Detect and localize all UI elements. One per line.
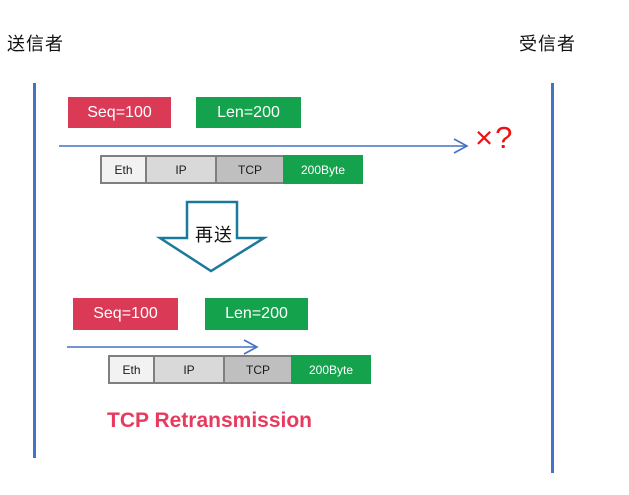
retransmit-block-arrow-icon — [155, 200, 269, 273]
sender-lifeline — [33, 83, 36, 458]
packet-cell-ip: IP — [145, 155, 217, 184]
packet-cell-tcp: TCP — [215, 155, 285, 184]
packet-cell-eth: Eth — [108, 355, 155, 384]
receiver-label: 受信者 — [519, 34, 576, 54]
packet-lost-marker: ×? — [475, 120, 515, 155]
packet-cell-ip: IP — [153, 355, 225, 384]
len-badge-retransmit: Len=200 — [205, 298, 308, 330]
packet-cell-eth: Eth — [100, 155, 147, 184]
receiver-lifeline — [551, 83, 554, 473]
packet-frame-retransmit: Eth IP TCP 200Byte — [108, 355, 371, 384]
retransmit-label: 再送 — [195, 225, 233, 245]
retransmission-arrow-icon — [67, 339, 259, 355]
caption-title: TCP Retransmission — [107, 409, 313, 432]
first-transmission-arrow-icon — [59, 138, 469, 154]
packet-frame-first: Eth IP TCP 200Byte — [100, 155, 363, 184]
sender-label: 送信者 — [7, 34, 64, 54]
packet-cell-tcp: TCP — [223, 355, 293, 384]
seq-badge-retransmit: Seq=100 — [73, 298, 178, 330]
packet-cell-payload: 200Byte — [283, 155, 363, 184]
seq-badge-first: Seq=100 — [68, 97, 171, 128]
packet-cell-payload: 200Byte — [291, 355, 371, 384]
len-badge-first: Len=200 — [196, 97, 301, 128]
